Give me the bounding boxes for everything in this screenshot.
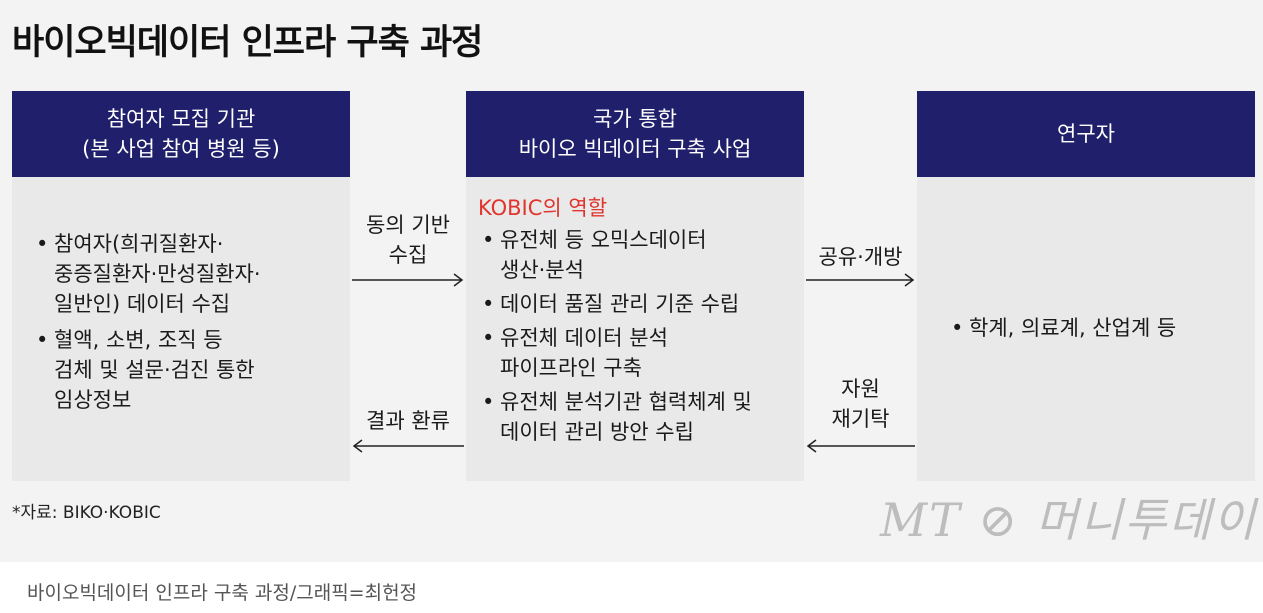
kobic-role-list: 유전체 등 오믹스데이터 생산·분석 데이터 품질 관리 기준 수립 유전체 데…	[478, 225, 792, 447]
list-item: 유전체 분석기관 협력체계 및 데이터 관리 방안 수립	[478, 387, 792, 447]
participant-institution-box: 참여자 모집 기관 (본 사업 참여 병원 등) 참여자(희귀질환자· 중증질환…	[12, 91, 350, 481]
researcher-header: 연구자	[917, 91, 1255, 177]
participant-institution-body: 참여자(희귀질환자· 중증질환자·만성질환자· 일반인) 데이터 수집 혈액, …	[12, 177, 350, 481]
resource-redeposit-label: 자원 재기탁	[831, 377, 890, 431]
researcher-header-label: 연구자	[1057, 122, 1115, 146]
participant-header-line1: 참여자 모집 기관	[106, 107, 256, 131]
national-bigdata-project-box: 국가 통합 바이오 빅데이터 구축 사업 KOBIC의 역할 유전체 등 오믹스…	[466, 91, 804, 481]
list-item: 참여자(희귀질환자· 중증질환자·만성질환자· 일반인) 데이터 수집	[32, 229, 332, 319]
moneytoday-logo: MT ⊘ 머니투데이	[880, 493, 1258, 547]
participant-bullet-list: 참여자(희귀질환자· 중증질환자·만성질환자· 일반인) 데이터 수집 혈액, …	[32, 229, 332, 415]
infographic-panel: 바이오빅데이터 인프라 구축 과정 참여자 모집 기관 (본 사업 참여 병원 …	[0, 0, 1263, 562]
participant-header-line2: (본 사업 참여 병원 등)	[82, 137, 280, 161]
kobic-role-label: KOBIC의 역할	[478, 196, 608, 220]
list-item: 유전체 데이터 분석 파이프라인 구축	[478, 323, 792, 383]
participant-institution-header: 참여자 모집 기관 (본 사업 참여 병원 등)	[12, 91, 350, 177]
left-arrow-icon	[352, 439, 464, 453]
source-note: *자료: BIKO·KOBIC	[12, 503, 161, 523]
researcher-bullet-list: 학계, 의료계, 산업계 등	[947, 313, 1237, 343]
consent-collection-label: 동의 기반 수집	[366, 213, 450, 267]
national-project-header: 국가 통합 바이오 빅데이터 구축 사업	[466, 91, 804, 177]
list-item: 혈액, 소변, 조직 등 검체 및 설문·검진 통한 임상정보	[32, 325, 332, 415]
national-header-line1: 국가 통합	[593, 107, 677, 131]
researcher-box: 연구자 학계, 의료계, 산업계 등	[917, 91, 1255, 481]
infographic-title: 바이오빅데이터 인프라 구축 과정	[12, 23, 483, 63]
researcher-body: 학계, 의료계, 산업계 등	[917, 177, 1255, 481]
right-arrow-icon	[806, 273, 915, 287]
right-arrow-icon	[352, 273, 464, 287]
image-caption: 바이오빅데이터 인프라 구축 과정/그래픽=최헌정	[27, 582, 418, 604]
list-item: 데이터 품질 관리 기준 수립	[478, 289, 792, 319]
list-item: 유전체 등 오믹스데이터 생산·분석	[478, 225, 792, 285]
national-project-body: KOBIC의 역할 유전체 등 오믹스데이터 생산·분석 데이터 품질 관리 기…	[466, 177, 804, 481]
national-header-line2: 바이오 빅데이터 구축 사업	[518, 137, 752, 161]
list-item: 학계, 의료계, 산업계 등	[947, 313, 1237, 343]
left-arrow-icon	[806, 439, 915, 453]
result-feedback-label: 결과 환류	[366, 409, 450, 433]
share-open-label: 공유·개방	[818, 245, 903, 269]
